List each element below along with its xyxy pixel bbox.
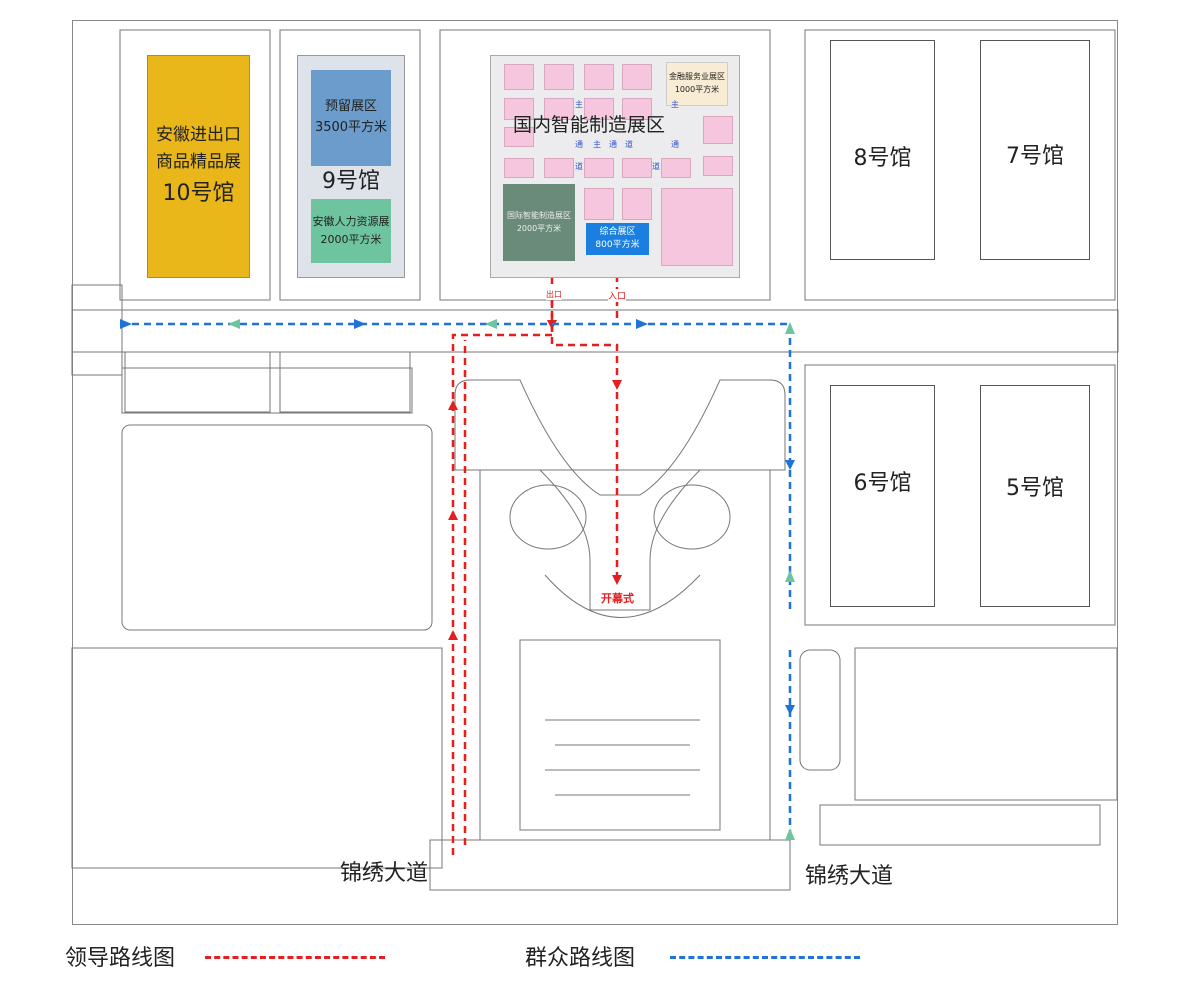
- finance-zone[interactable]: 金融服务业展区 1000平方米: [666, 62, 728, 106]
- hall-8-name: 8号馆: [853, 146, 912, 171]
- hall-7-name: 7号馆: [1006, 144, 1064, 169]
- hall-10-name: 10号馆: [162, 181, 235, 207]
- reserved-zone-title: 预留展区: [324, 99, 377, 115]
- aisle-label: 道: [625, 140, 633, 149]
- aisle-label: 道: [652, 162, 660, 171]
- exit-label: 出口: [546, 289, 562, 300]
- central-hall[interactable]: 金融服务业展区 1000平方米 国内智能制造展区 主 通 道 主 通 道 主 通…: [490, 55, 740, 278]
- intl-zone-area: 2000平方米: [516, 223, 562, 233]
- road-label-left: 锦绣大道: [340, 861, 429, 886]
- aisle-label: 通: [609, 140, 617, 149]
- public-arrows: [120, 319, 795, 840]
- hall-10[interactable]: 安徽进出口 商品精品展 10号馆: [147, 55, 250, 278]
- general-zone[interactable]: 综合展区 800平方米: [586, 223, 649, 255]
- aisle-label: 主: [671, 100, 679, 109]
- hall-10-subtitle: 商品精品展: [156, 151, 241, 172]
- hall-6[interactable]: 6号馆: [830, 385, 935, 607]
- hall-9[interactable]: 预留展区 3500平方米 9号馆 安徽人力资源展 2000平方米: [297, 55, 405, 278]
- legend-leader-route: 领导路线图: [65, 946, 176, 971]
- hall-8[interactable]: 8号馆: [830, 40, 935, 260]
- general-zone-area: 800平方米: [595, 240, 640, 250]
- hall-5-name: 5号馆: [1006, 476, 1064, 501]
- reserved-zone-area: 3500平方米: [314, 120, 388, 135]
- legend-public-route: 群众路线图: [525, 946, 636, 971]
- hall-6-name: 6号馆: [853, 471, 912, 496]
- aisle-label: 通: [671, 140, 679, 149]
- central-hall-title: 国内智能制造展区: [513, 114, 666, 136]
- ceremony-label: 开幕式: [601, 592, 634, 605]
- road-label-right: 锦绣大道: [805, 864, 894, 889]
- reserved-zone[interactable]: 预留展区 3500平方米: [311, 70, 391, 166]
- finance-zone-area: 1000平方米: [674, 85, 720, 94]
- hr-zone[interactable]: 安徽人力资源展 2000平方米: [311, 199, 391, 263]
- hr-zone-area: 2000平方米: [320, 233, 382, 246]
- general-zone-title: 综合展区: [599, 227, 636, 238]
- west-entrance: [71, 284, 123, 376]
- hall-10-title: 安徽进出口: [156, 124, 241, 145]
- finance-zone-title: 金融服务业展区: [669, 72, 725, 82]
- intl-zone-title: 国际智能制造展区: [507, 210, 571, 220]
- intl-zone[interactable]: 国际智能制造展区 2000平方米: [503, 184, 575, 261]
- hr-zone-title: 安徽人力资源展: [312, 215, 390, 229]
- hall-5[interactable]: 5号馆: [980, 385, 1090, 607]
- public-route: [120, 322, 792, 840]
- venue-map: [72, 20, 1118, 925]
- aisle-label: 道: [575, 162, 583, 171]
- aisle-label: 主: [575, 100, 583, 109]
- aisle-label: 通: [575, 140, 583, 149]
- legend-leader-line: [205, 956, 385, 959]
- entrance-label: 入口: [608, 289, 627, 302]
- hall-7[interactable]: 7号馆: [980, 40, 1090, 260]
- hall-9-name: 9号馆: [322, 169, 380, 194]
- aisle-label: 主: [593, 140, 601, 149]
- legend-public-line: [670, 956, 860, 959]
